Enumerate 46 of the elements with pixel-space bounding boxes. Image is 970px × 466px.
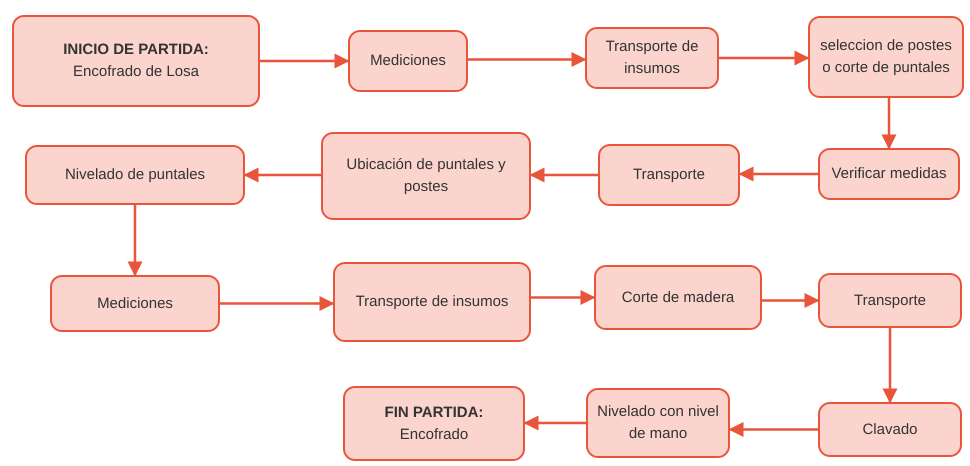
process-box [12, 15, 260, 107]
arrow [244, 168, 321, 182]
arrow [738, 166, 818, 182]
box-text: Transporte [854, 290, 926, 311]
box-text: seleccion de postes o corte de puntales [819, 36, 953, 78]
arrow [220, 296, 334, 311]
process-box [594, 265, 762, 330]
box-text: Encofrado de Losa [73, 62, 199, 82]
process-box [343, 386, 525, 461]
arrow [728, 422, 818, 437]
arrow [530, 168, 598, 182]
arrow [468, 52, 586, 67]
process-box [333, 262, 531, 342]
arrow [128, 205, 142, 276]
arrow [762, 293, 820, 308]
arrow [719, 50, 810, 66]
arrow [531, 290, 596, 305]
box-text: Corte de madera [622, 288, 734, 308]
box-text: Ubicación de puntales y postes [345, 155, 507, 197]
process-box [818, 402, 962, 457]
box-heading: INICIO DE PARTIDA: [63, 40, 209, 60]
box-text: Encofrado [400, 424, 468, 444]
process-box [25, 145, 245, 205]
arrow [524, 416, 586, 430]
box-text: Verificar medidas [831, 164, 947, 184]
process-box [808, 16, 964, 98]
box-text: Nivelado con nivel de mano [596, 402, 720, 444]
process-box [50, 275, 220, 332]
box-text: Mediciones [370, 51, 446, 72]
box-heading: FIN PARTIDA: [384, 402, 484, 423]
arrow [260, 54, 350, 68]
box-text: Transporte de insumos [604, 37, 700, 79]
process-box [818, 148, 960, 200]
box-text: Transporte [633, 165, 705, 186]
box-text: Clavado [862, 420, 918, 440]
arrow [882, 98, 896, 150]
box-text: Mediciones [97, 294, 173, 314]
box-text: Nivelado de puntales [64, 165, 206, 186]
process-box [586, 388, 730, 458]
process-box [585, 27, 719, 89]
process-box [348, 30, 468, 92]
process-box [321, 132, 531, 220]
process-box [598, 144, 740, 206]
box-text: Transporte de insumos [356, 292, 508, 312]
arrow [882, 328, 898, 404]
process-box [818, 273, 962, 328]
